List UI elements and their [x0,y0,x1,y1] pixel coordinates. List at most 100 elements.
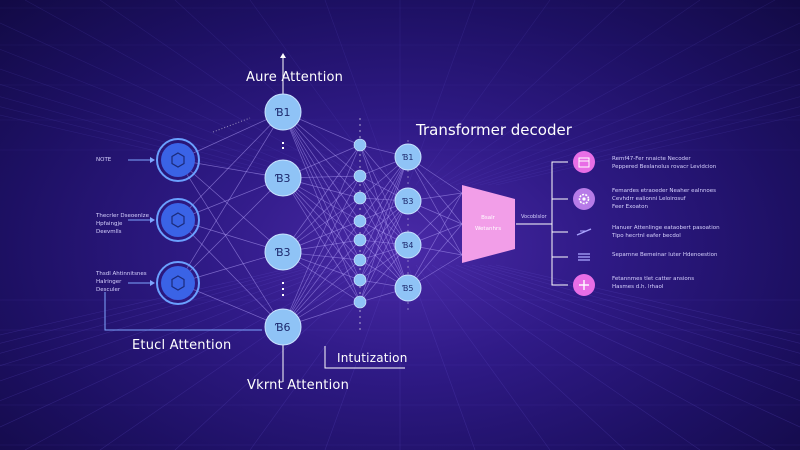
input-node-core [161,143,195,177]
calendar-glyph [578,157,590,168]
hexagon-icon [171,152,185,168]
gear-glyph [582,197,586,201]
edge [359,175,409,289]
edge [359,156,409,281]
grid-line [415,264,551,450]
vocab-label: Vocoblslor [521,214,547,220]
grid-line [0,22,353,186]
edge [359,200,409,303]
output-text-2: Femardes etraoeder Neaher ealnnoes Cevhd… [612,188,717,210]
small-node [353,233,367,247]
line-glyph [576,228,592,236]
hexagon-icon [171,212,185,228]
input-node [156,261,200,305]
edge [177,219,284,328]
small-node [353,295,367,309]
decoder-node: Ɓ5 [394,274,422,302]
trapezoid-line-1: Bsalr [481,215,496,221]
grid-line [471,264,800,366]
transformer-decoder-label: Transformer decoder [416,121,572,139]
grid-line [423,0,626,186]
edge [177,177,284,284]
hidden-node: Ɓ6 [264,308,302,346]
edge [177,111,284,284]
gear-glyph [578,193,590,205]
small-node [353,253,367,267]
edge [359,144,409,289]
input-node-ring [156,138,200,182]
hidden-node-circle [264,308,302,346]
grid-line [174,0,377,186]
grid-line [431,264,701,450]
input-node [156,138,200,182]
small-node [353,273,367,287]
grid-line [447,22,800,186]
grid-line [415,0,551,186]
decoder-node: Ɓ3 [394,187,422,215]
input-arrow-head [150,157,155,163]
hidden-node-label: Ɓ3 [274,246,290,259]
edge [359,144,409,246]
grid-line [0,264,345,402]
grid-line [174,264,377,450]
grid-line [487,106,800,186]
edge [359,156,409,261]
hidden-node: Ɓ3 [264,233,302,271]
small-node [353,138,367,152]
hidden-node-label: Ɓ1 [274,106,290,119]
edge [177,177,284,221]
grid-line [455,264,800,402]
grid-line [463,68,800,186]
grid-line [0,84,329,186]
input-label-3: Thsdl Ahtinnitsnes Halringer Desculer [96,271,147,293]
grid-line [463,264,800,382]
edge [359,200,409,281]
edge [282,177,361,261]
input-node-ring [156,198,200,242]
output-text-1: Remf47-Fer nnaicte Necoder Peppered Besl… [612,156,717,170]
grid-line [407,264,476,450]
grid-line [447,264,800,428]
decoder-node-circle [394,187,422,215]
initialization-connector [324,346,405,369]
hidden-node: Ɓ3 [264,159,302,197]
hidden-node: Ɓ1 [264,93,302,131]
output-text-3: Hanuer Attenlinge eataobert pasoation Ti… [612,225,720,239]
hidden-node-circle [264,159,302,197]
grid-line [324,0,393,186]
output-bracket [551,161,565,286]
grid-line [0,264,313,344]
grid-line [0,264,329,366]
edge [282,144,361,328]
edge [282,111,361,222]
edge [407,223,463,289]
small-node [353,191,367,205]
grid-line [439,0,776,186]
edge [407,156,463,256]
hidden-node-circle [264,233,302,271]
left-attention-label: Etucl Attention [132,338,232,353]
grid-line [99,264,369,450]
edge [282,111,361,281]
edge [282,177,361,281]
output-text-4: Separnne Bemeinar luter Hdenoestion [612,252,718,258]
edge [407,156,463,225]
top-attention-label: Aure Attention [246,70,344,85]
edge [407,192,463,289]
grid-line [0,264,337,382]
input-node-core [161,266,195,300]
edge [177,159,284,328]
decoder-node-label: Ɓ4 [402,241,414,250]
decoder-node: Ɓ4 [394,231,422,259]
input-arrow-head [150,217,155,223]
small-node [353,169,367,183]
initialization-label: Intutization [337,351,408,365]
grid-line [439,264,776,450]
edge [359,156,409,241]
decorations [104,53,568,382]
hidden-node-label: Ɓ6 [274,321,290,334]
hidden-node-label: Ɓ3 [274,172,290,185]
grid-line [24,0,361,186]
